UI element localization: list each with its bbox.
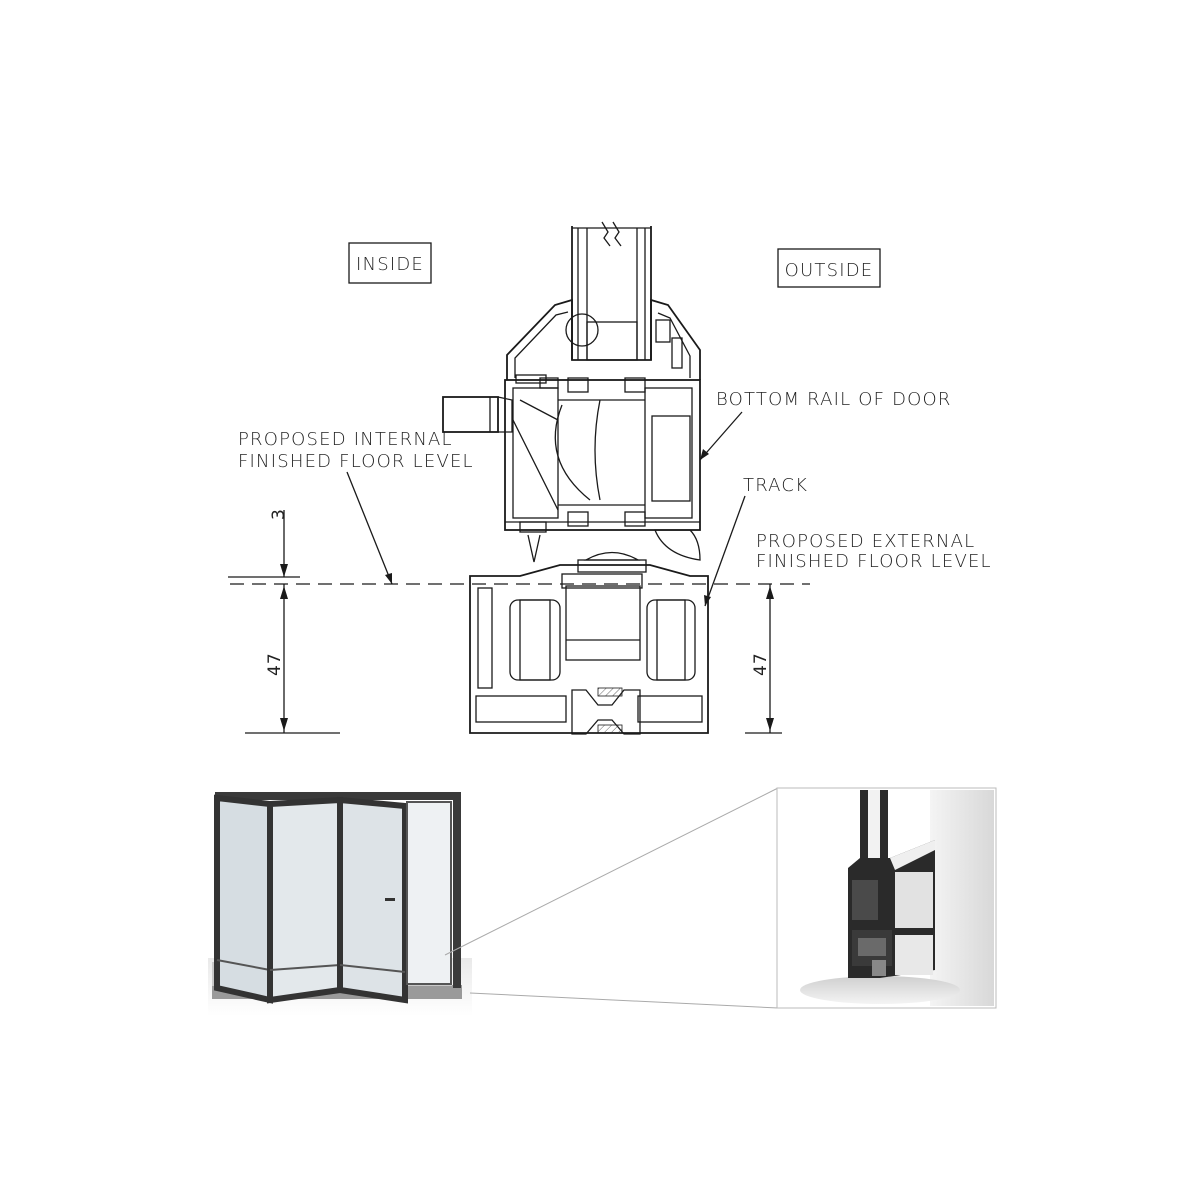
profile-closeup-photo — [776, 787, 997, 1009]
glazing-unit — [571, 221, 652, 361]
right-height-dimension: 47 — [751, 652, 771, 676]
inside-label-box: INSIDE — [348, 242, 432, 284]
external-ffl-label-line2: FINISHED FLOOR LEVEL — [756, 551, 992, 572]
folding-door-photo — [206, 790, 474, 1016]
inside-label: INSIDE — [356, 254, 424, 275]
track — [469, 564, 709, 735]
left-dimensions: 3 47 — [265, 508, 289, 733]
zoom-lines — [444, 787, 779, 1009]
floor-level-line — [228, 576, 810, 734]
internal-ffl-label-line1: PROPOSED INTERNAL — [238, 429, 453, 450]
right-dimensions: 47 — [751, 584, 774, 733]
door-section-drawing — [442, 221, 709, 735]
left-height-dimension: 47 — [265, 652, 285, 676]
internal-ffl-label-line2: FINISHED FLOOR LEVEL — [238, 451, 474, 472]
outside-label: OUTSIDE — [785, 260, 874, 281]
external-ffl-label-line1: PROPOSED EXTERNAL — [756, 531, 975, 552]
outside-label-box: OUTSIDE — [777, 248, 881, 288]
bottom-rail-label: BOTTOM RAIL OF DOOR — [716, 389, 952, 410]
handle — [442, 396, 513, 433]
leader-lines — [346, 411, 746, 607]
track-label: TRACK — [743, 475, 808, 496]
gap-dimension: 3 — [269, 508, 289, 520]
